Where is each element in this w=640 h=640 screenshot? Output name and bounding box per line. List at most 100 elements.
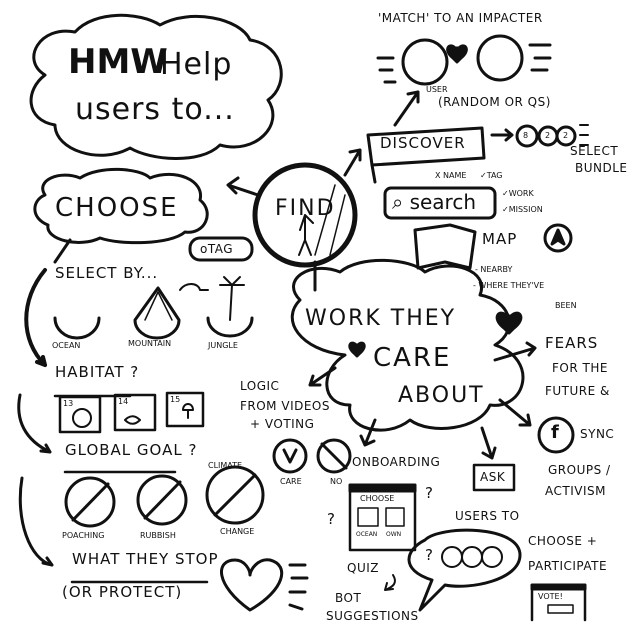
vote-label: VOTE! (538, 592, 563, 601)
match-title: 'MATCH' TO AN IMPACTER (378, 11, 543, 25)
search-criteria-tag: ✓TAG (480, 171, 503, 180)
find-hatch (314, 184, 346, 256)
stop-heading: WHAT THEY STOP (72, 550, 219, 568)
climate-change-icon (205, 465, 265, 525)
goal-15: 15 (170, 395, 181, 404)
map-icon (413, 223, 477, 270)
fears-line1: FEARS (545, 334, 599, 352)
flow-arrow (24, 268, 47, 367)
logic-line1: LOGIC (240, 379, 280, 393)
sync-label: SYNC (580, 427, 615, 441)
ask-box (472, 463, 516, 492)
search-text: search (409, 190, 476, 214)
question-mark: ? (327, 510, 336, 528)
choose-participate-line2: PARTICIPATE (528, 559, 608, 573)
arrow-to-bundle (490, 128, 514, 142)
ocean-icon (53, 316, 101, 340)
find-label: FIND (275, 196, 336, 221)
user-circle (401, 38, 449, 86)
arrow-to-ask (480, 426, 497, 460)
quiz-label: QUIZ (347, 561, 379, 575)
stop-subheading: (OR PROTECT) (62, 583, 183, 601)
search-icon: ⌕ (392, 190, 404, 214)
impacter-circle (476, 34, 524, 82)
otag-box (188, 236, 254, 262)
goal-14-box (113, 393, 157, 432)
bot-label: BOT (335, 591, 362, 605)
no-circle (316, 438, 352, 474)
select-label: SELECT (570, 144, 619, 158)
habitat-mountain-label: MOUNTAIN (128, 339, 172, 348)
care-cloud-line1: WORK THEY (305, 306, 457, 331)
goal-14: 14 (118, 397, 129, 406)
select-by-label: SELECT BY... (55, 264, 159, 282)
ask-label: ASK (480, 470, 506, 484)
search-criteria-work: ✓WORK (502, 189, 534, 198)
find-circle (252, 162, 358, 268)
phone-title: CHOOSE (360, 494, 395, 503)
speech-bubble (407, 528, 522, 612)
bundle-label: BUNDLE (575, 161, 628, 175)
activism-label: ACTIVISM (545, 484, 606, 498)
global-goal-heading: GLOBAL GOAL ? (65, 441, 198, 459)
user-label: USER (426, 85, 448, 94)
care-cloud-line2: CARE (373, 343, 452, 373)
choose-participate-line1: CHOOSE + (528, 534, 598, 548)
onboarding-label: ONBOARDING (352, 455, 441, 469)
rubbish-icon (136, 474, 188, 526)
facebook-icon: f (551, 422, 559, 443)
goal-15-box (165, 391, 205, 428)
suggestions-label: SUGGESTIONS (326, 609, 419, 623)
logic-line2: FROM VIDEOS (240, 399, 330, 413)
arrow-to-discover (343, 148, 362, 177)
care-cloud-line3: ABOUT (398, 383, 485, 408)
care-label: CARE (280, 477, 302, 486)
fears-line2: FOR THE (552, 361, 608, 375)
stop-rubbish-label: RUBBISH (140, 531, 176, 540)
arrow-to-match (393, 90, 420, 127)
poaching-icon (64, 476, 116, 528)
no-label: NO (330, 477, 343, 486)
emphasis-lines (376, 43, 552, 84)
mountain-icon (133, 286, 181, 340)
habitat-jungle-label: JUNGLE (208, 341, 238, 350)
groups-label: GROUPS / (548, 463, 611, 477)
hmw-cloud (29, 13, 283, 160)
bundle-number: 2 (563, 131, 569, 140)
title-help: Help (160, 47, 233, 82)
care-circle (272, 438, 308, 474)
search-label[interactable]: ⌕ search (392, 192, 476, 212)
choose-cloud (33, 167, 209, 245)
fears-line3: FUTURE & (545, 384, 610, 398)
jungle-icon (206, 316, 254, 338)
logic-line3: + VOTING (250, 417, 315, 431)
question-mark: ? (425, 546, 434, 564)
map-nearby: - NEARBY (475, 265, 513, 274)
question-mark: ? (425, 484, 434, 502)
bundle-number: 2 (545, 131, 551, 140)
person-icon (298, 214, 314, 256)
search-criteria-mission: ✓MISSION (502, 205, 543, 214)
discover-label[interactable]: DISCOVER (380, 134, 466, 152)
users-to-label: USERS TO (455, 509, 520, 523)
search-box-outline (383, 186, 497, 220)
search-criteria-name: X NAME (435, 171, 467, 180)
facebook-circle (537, 416, 575, 454)
map-label[interactable]: MAP (482, 230, 518, 248)
stop-poaching-label: POACHING (62, 531, 105, 540)
phone-opt1: OCEAN (356, 531, 378, 538)
tag-label: oTAG (200, 242, 234, 256)
care-cloud (290, 258, 525, 432)
heart-icon (446, 44, 468, 64)
arrow-to-fears (493, 341, 537, 362)
flow-arrow (17, 393, 52, 454)
title-users-to: users to... (75, 92, 235, 127)
protect-heart-icon (220, 558, 284, 612)
arrow-to-onboarding (359, 418, 377, 447)
arrow-to-logic (308, 366, 337, 387)
cloud-icon (179, 283, 209, 291)
habitat-ocean-label: OCEAN (52, 341, 81, 350)
discover-box (366, 126, 486, 167)
